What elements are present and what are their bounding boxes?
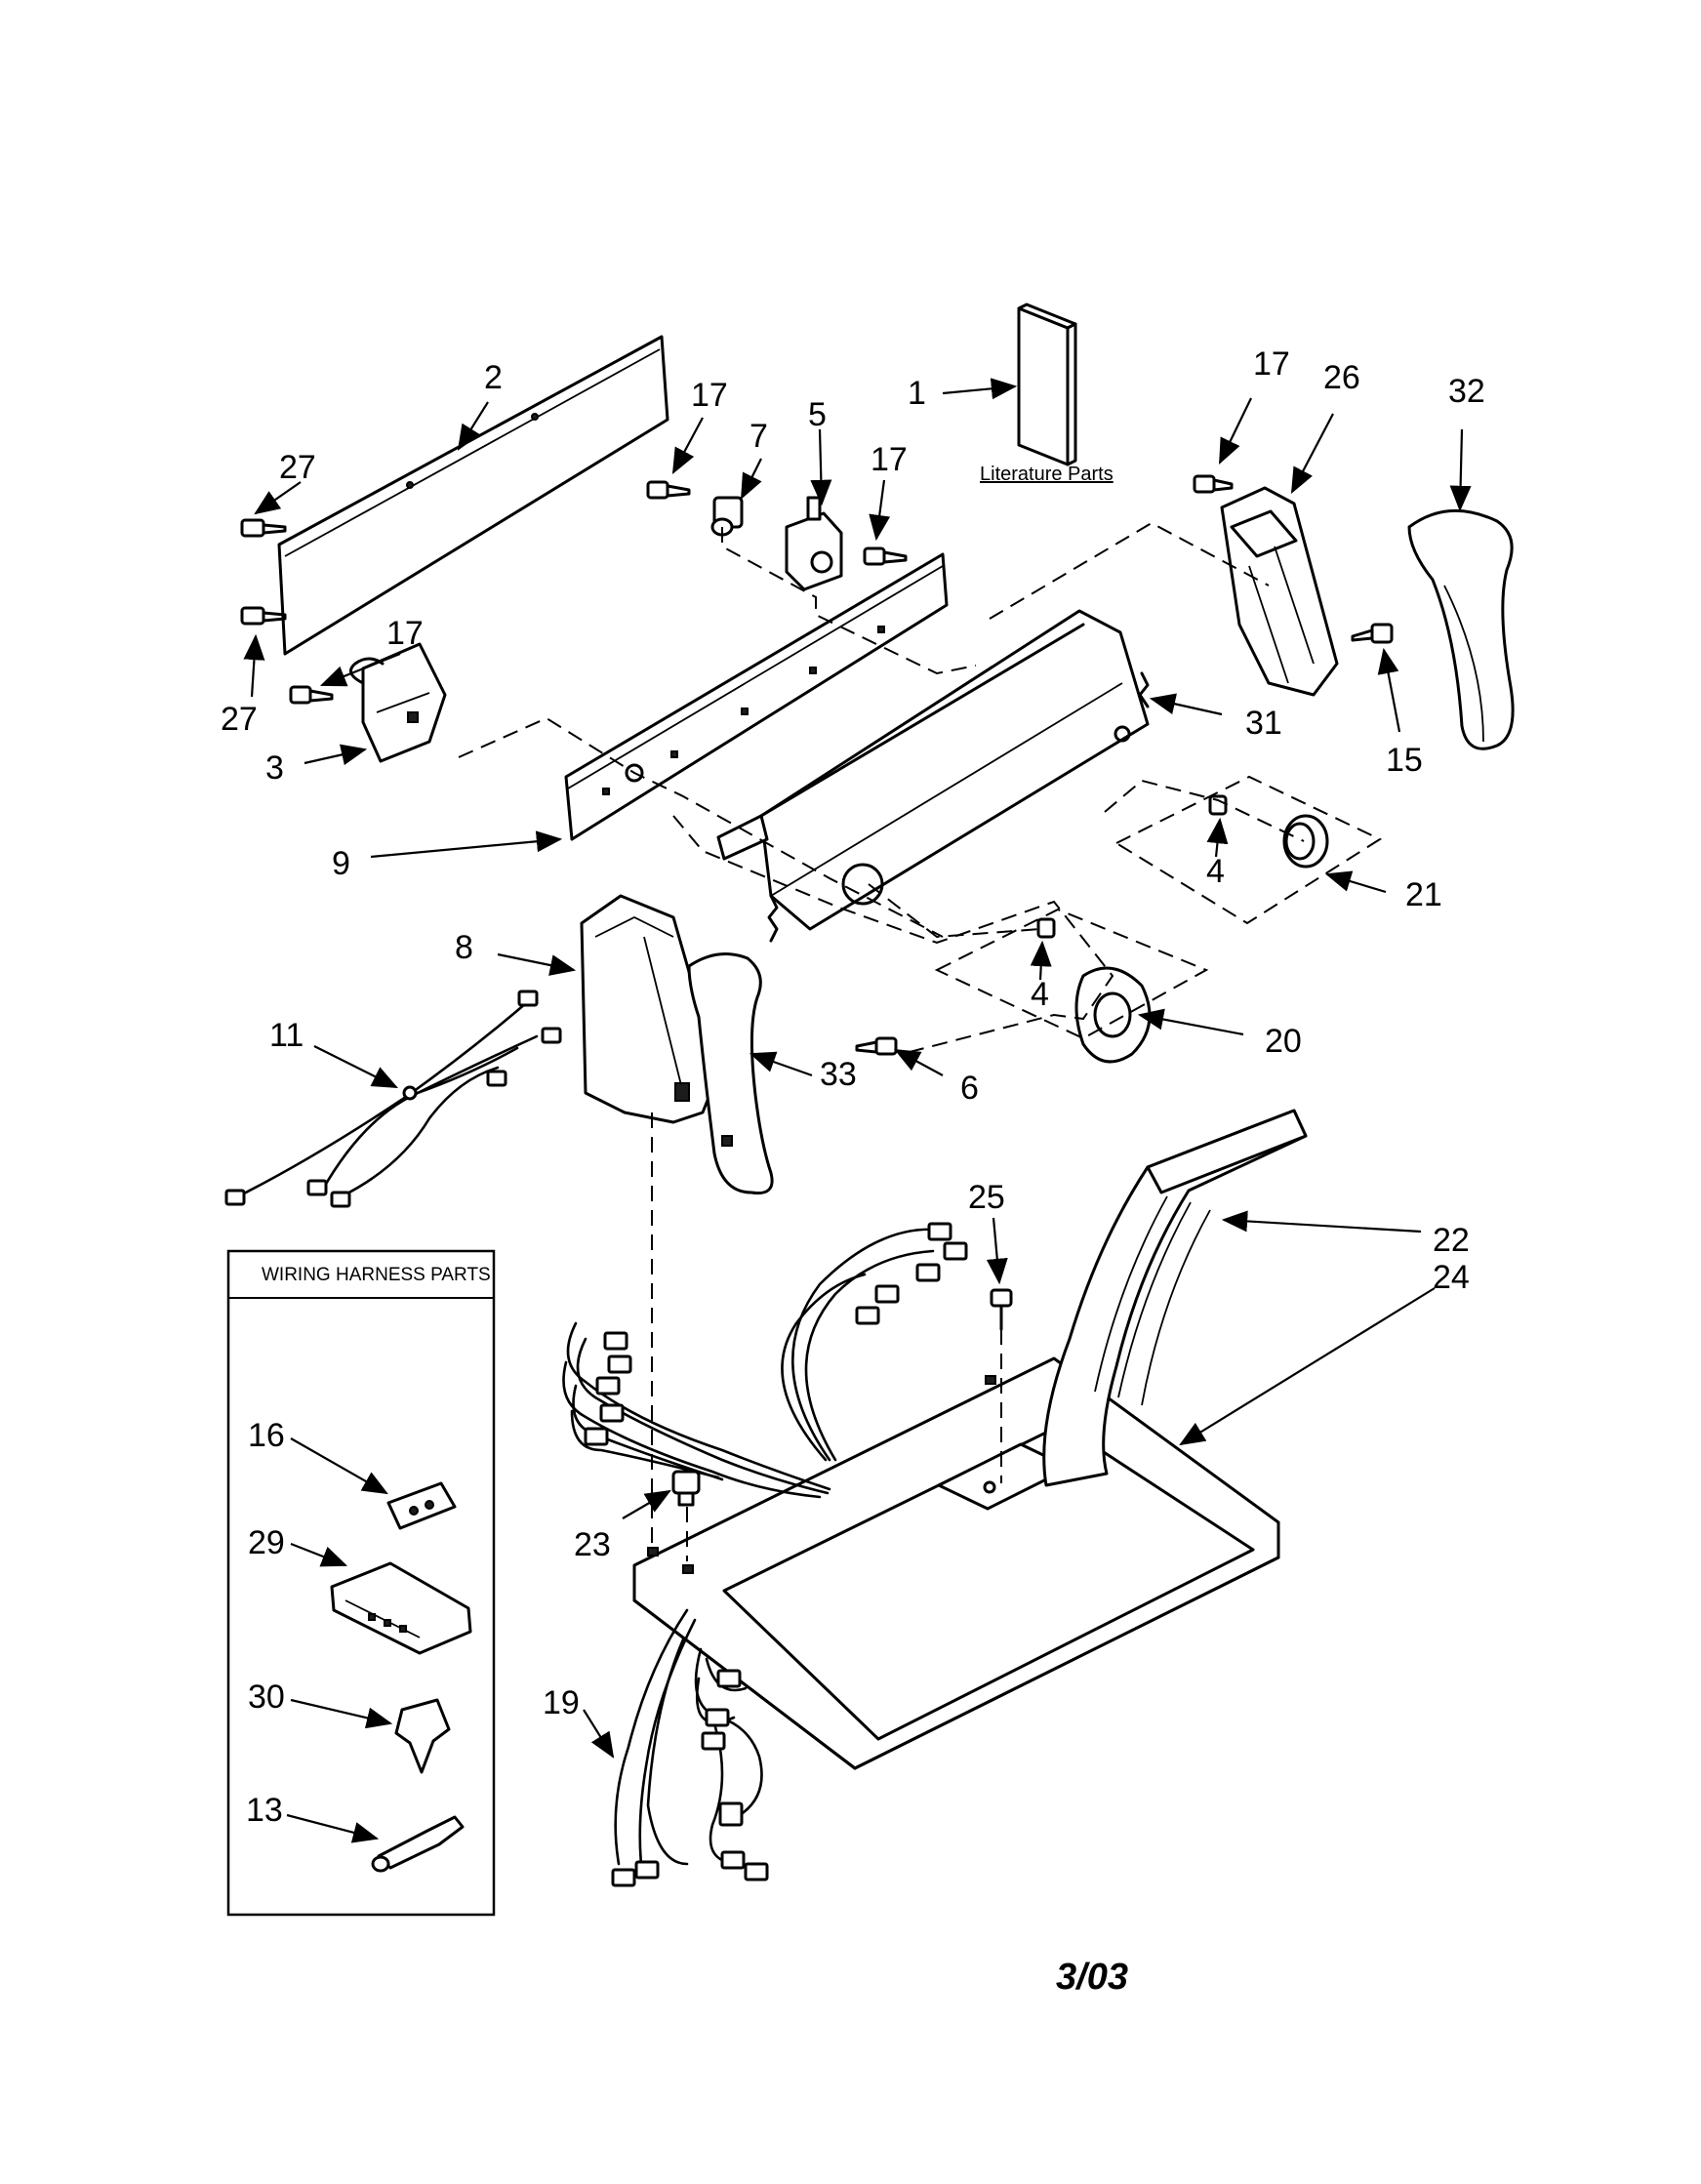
callout-22: 22: [1433, 1222, 1470, 1259]
knob-assembly-21: [1208, 794, 1329, 869]
literature-booklet: [1017, 303, 1077, 466]
callout-31: 31: [1245, 705, 1282, 742]
callout-26: 26: [1323, 359, 1360, 396]
callout-33: 33: [820, 1056, 857, 1093]
end-cap-left: [580, 894, 720, 1124]
base-frame: [632, 1356, 1280, 1770]
control-bracket: [564, 552, 949, 841]
connector-16: [386, 1481, 457, 1530]
callout-16: 16: [248, 1417, 285, 1454]
callout-7: 7: [749, 418, 768, 455]
trim-left: [687, 952, 774, 1195]
switch-part: [349, 642, 447, 763]
rear-panel: [277, 335, 669, 656]
screw-17-middle: [863, 546, 908, 566]
clip-part-7: [710, 496, 744, 537]
screw-27-upper: [240, 518, 287, 538]
screw-15: [1351, 623, 1394, 644]
callout-17-left: 17: [386, 615, 424, 652]
callout-labels: 1 2 3 4 4 5 6 7 8 9 11 13 15 16 17 17 17…: [221, 345, 1485, 1829]
screw-6: [855, 1036, 898, 1056]
grommet-23: [671, 1470, 701, 1507]
clip-30: [394, 1698, 451, 1774]
callout-17-middle: 17: [871, 441, 908, 478]
knob-assembly-20: [1036, 917, 1152, 1064]
callout-17-top: 17: [691, 377, 728, 414]
screw-27-lower: [240, 606, 287, 626]
callout-19: 19: [543, 1684, 580, 1721]
callout-27-upper: 27: [279, 449, 316, 486]
main-wire-harness: [562, 1222, 968, 1499]
timer-part-5: [785, 496, 843, 591]
callout-25: 25: [968, 1179, 1005, 1216]
terminal-13: [371, 1815, 465, 1873]
exhaust-duct-22: [1042, 1109, 1308, 1487]
callout-29: 29: [248, 1524, 285, 1561]
callout-27-lower: 27: [221, 701, 258, 738]
callout-13: 13: [246, 1792, 283, 1829]
callout-23: 23: [574, 1526, 611, 1563]
callout-15: 15: [1386, 742, 1423, 779]
screw-17-switch: [289, 685, 334, 705]
callout-3: 3: [265, 749, 284, 787]
console-housing: [716, 609, 1150, 943]
connector-29: [330, 1561, 472, 1655]
callout-4-upper: 4: [1206, 853, 1225, 890]
assembly-lines: [458, 521, 1383, 1561]
callout-6: 6: [960, 1070, 979, 1107]
callout-11: 11: [269, 1017, 304, 1054]
callout-24: 24: [1433, 1259, 1470, 1296]
callout-4-lower: 4: [1031, 976, 1049, 1013]
callout-9: 9: [332, 845, 350, 882]
literature-parts-label: Literature Parts: [980, 464, 1114, 485]
callout-20: 20: [1265, 1023, 1302, 1060]
wiring-harness-box: [226, 1249, 496, 1917]
callout-21: 21: [1405, 876, 1442, 913]
end-cap-right: [1220, 486, 1339, 697]
callout-30: 30: [248, 1678, 285, 1716]
callout-17-right: 17: [1253, 345, 1290, 383]
callout-2: 2: [484, 359, 503, 396]
callout-5: 5: [808, 396, 827, 433]
callout-1: 1: [908, 375, 926, 412]
wiring-harness-box-title: WIRING HARNESS PARTS: [262, 1265, 491, 1285]
wire-harness-19: [611, 1608, 769, 1887]
wire-harness-11: [224, 990, 562, 1208]
revision-date: 3/03: [1056, 1957, 1128, 1998]
trim-right: [1407, 508, 1515, 750]
callout-32: 32: [1448, 373, 1485, 410]
screw-25: [990, 1288, 1013, 1331]
leader-arrows: [243, 378, 1472, 1843]
screw-17-top: [646, 480, 691, 500]
callout-8: 8: [455, 929, 473, 966]
screw-17-right: [1193, 474, 1234, 494]
